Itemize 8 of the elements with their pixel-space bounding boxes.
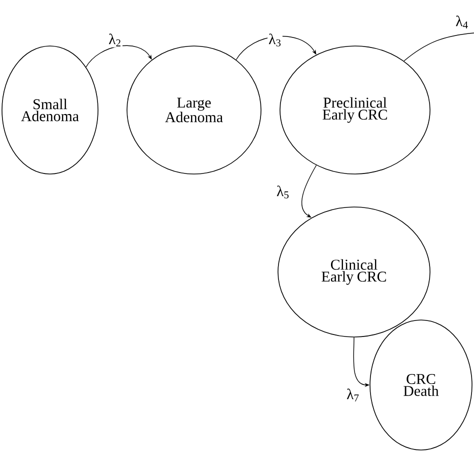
edge-label: λ$_{2}$ [108, 32, 122, 48]
arrow [236, 36, 316, 60]
arrow [86, 45, 152, 68]
arrow [301, 164, 317, 218]
edge-label: λ$_{3}$ [268, 32, 282, 48]
edge-label: λ$_{7}$ [346, 388, 360, 402]
edge-label: λ$_{5}$ [276, 184, 290, 200]
edge-label: λ$_{4}$ [454, 14, 470, 30]
